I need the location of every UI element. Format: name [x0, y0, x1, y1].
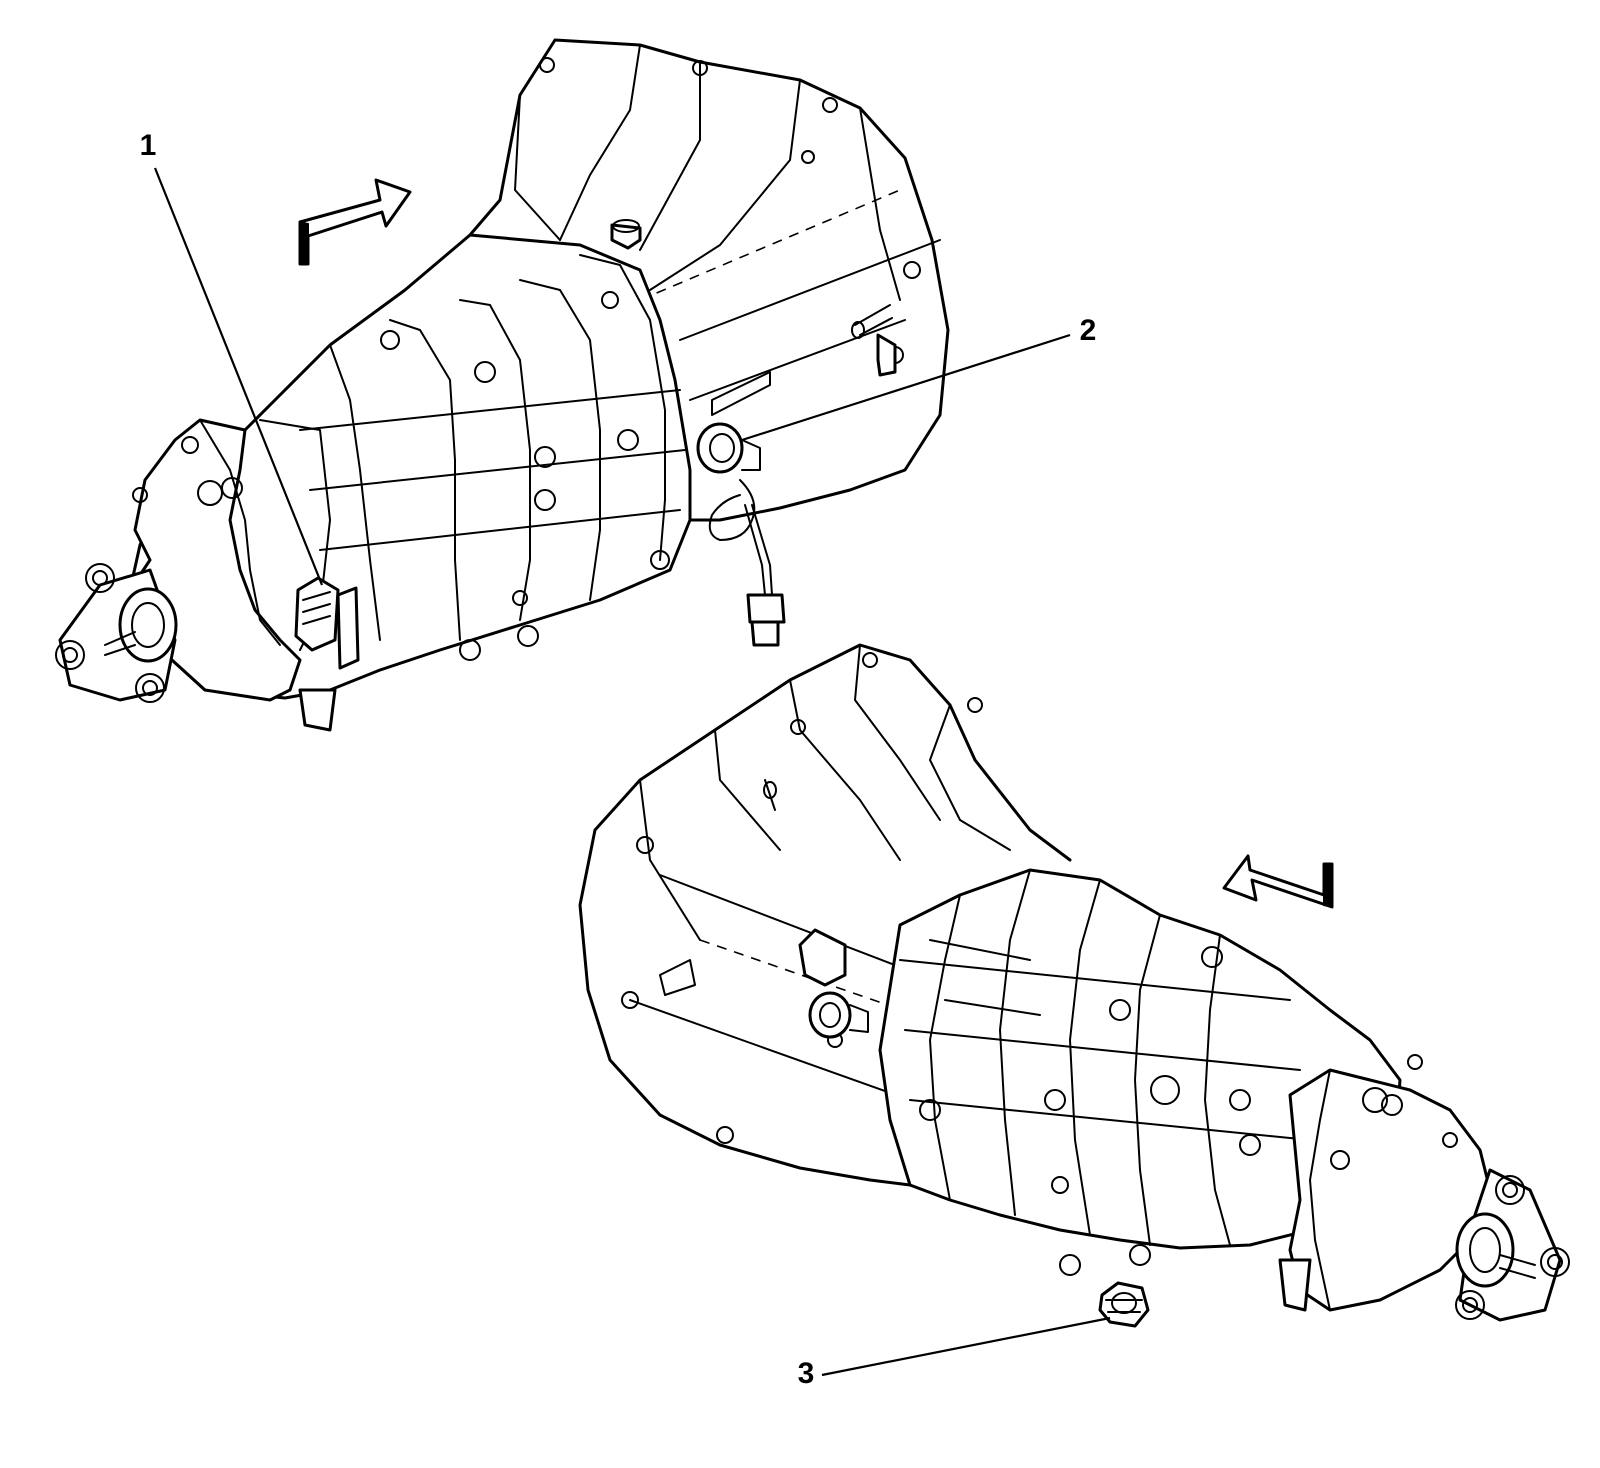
callout-label-1: 1 — [140, 129, 157, 162]
transmission-bottom — [578, 643, 1570, 1328]
sensor-1 — [294, 576, 360, 670]
direction-arrow-icon — [298, 178, 412, 266]
sensor-3 — [1098, 1281, 1150, 1328]
callout-3: 3 — [798, 1316, 1111, 1390]
direction-arrow-icon — [1222, 854, 1334, 909]
callout-label-2: 2 — [1080, 314, 1097, 347]
callout-1: 1 — [140, 129, 324, 586]
callout-label-3: 3 — [798, 1357, 815, 1390]
transmission-top — [55, 38, 950, 732]
sensor-2 — [696, 422, 786, 647]
callout-2: 2 — [741, 314, 1097, 442]
